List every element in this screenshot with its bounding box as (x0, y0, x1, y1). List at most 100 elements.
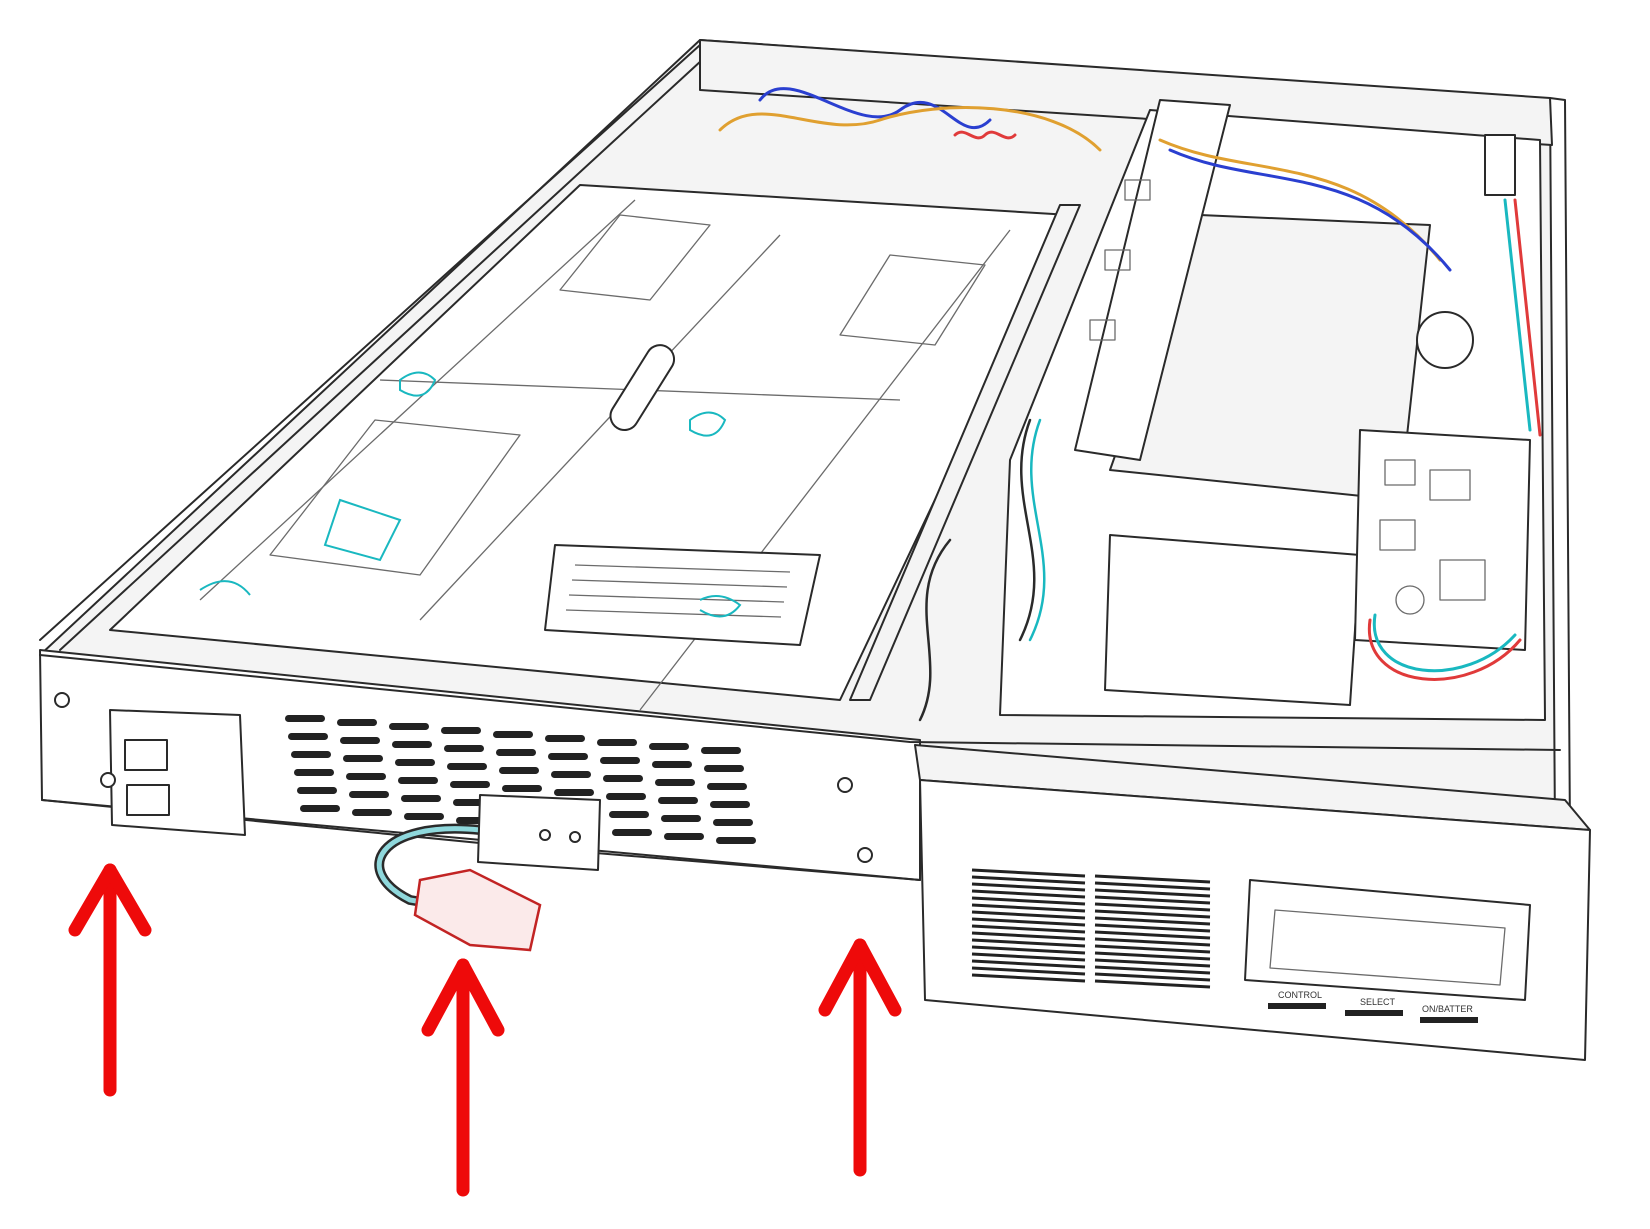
ac-outlet-block (109, 709, 246, 836)
bezel-louver (1094, 888, 1211, 898)
bezel-louver (971, 924, 1086, 934)
bezel-louver (971, 966, 1086, 976)
bezel-louver (1094, 881, 1211, 891)
bezel-louver (971, 910, 1086, 920)
vent-slot (398, 777, 438, 784)
vent-slot (395, 759, 435, 766)
rear-wall (699, 39, 1553, 146)
bezel-louver (1094, 874, 1211, 884)
vent-slot (294, 769, 334, 776)
lower-module-box (1104, 534, 1361, 706)
lcd-panel (1244, 879, 1531, 1001)
vent-slot (300, 805, 340, 812)
bezel-louver (1094, 937, 1211, 947)
vent-slot (340, 737, 380, 744)
bezel-louver (1094, 902, 1211, 912)
vent-slot (447, 763, 487, 770)
vent-slot (346, 773, 386, 780)
vent-slot (288, 733, 328, 740)
bezel-louver (971, 945, 1086, 955)
vent-slot (450, 781, 490, 788)
vent-slot (707, 783, 747, 790)
pointer-arrow-center (421, 958, 505, 1197)
screw-left-bottom (100, 772, 116, 788)
vent-slot (652, 761, 692, 768)
vent-slot (401, 795, 441, 802)
front-vent-grille (285, 715, 756, 844)
bezel-louver (971, 896, 1086, 906)
vent-slot (441, 727, 481, 734)
capacitor (1416, 311, 1474, 369)
front-top-rail (39, 654, 1561, 751)
vent-slot (502, 785, 542, 792)
vent-slot (716, 837, 756, 844)
vent-slot (609, 811, 649, 818)
electronics-bay (999, 99, 1546, 721)
bezel-louver (1094, 951, 1211, 961)
pointer-arrow-left (68, 863, 152, 1097)
bezel-louver (971, 959, 1086, 969)
bezel-louver (1094, 895, 1211, 905)
bezel-louver (971, 868, 1086, 878)
bezel-louver (1094, 909, 1211, 919)
vent-slot (597, 739, 637, 746)
outlet-socket-1 (124, 739, 168, 771)
vent-slot (297, 787, 337, 794)
vent-slot (493, 731, 533, 738)
divider-wall (849, 204, 1081, 701)
screw-right-top (837, 777, 853, 793)
button-on-battery[interactable] (1420, 1017, 1478, 1023)
vent-slot (551, 771, 591, 778)
vent-slot (661, 815, 701, 822)
vent-slot (545, 735, 585, 742)
button-label-control: CONTROL (1278, 990, 1322, 1000)
screw-left-top (54, 692, 70, 708)
pointer-arrows (68, 863, 902, 1197)
heat-plate-3 (839, 254, 986, 346)
bezel-louver (1094, 944, 1211, 954)
pcb-board (1354, 429, 1531, 651)
internal-wiring (718, 87, 1542, 722)
bezel-louver (1094, 958, 1211, 968)
bezel-louver (971, 938, 1086, 948)
control-board-column (1074, 99, 1231, 461)
front-face-details (54, 692, 873, 952)
vent-slot (664, 833, 704, 840)
vent-slot (285, 715, 325, 722)
vent-slot (603, 775, 643, 782)
vent-slot (343, 755, 383, 762)
heat-plate-1 (269, 419, 521, 576)
vent-slot (658, 797, 698, 804)
bezel-louver (1094, 923, 1211, 933)
vent-slot (389, 723, 429, 730)
vent-slot (655, 779, 695, 786)
vent-slot (404, 813, 444, 820)
vent-slot (444, 745, 484, 752)
vent-slot (713, 819, 753, 826)
vent-slot (606, 793, 646, 800)
vent-slot (337, 719, 377, 726)
vent-slot (704, 765, 744, 772)
vent-slot (548, 753, 588, 760)
bezel-louver (971, 882, 1086, 892)
bezel-vent-grille (971, 868, 1211, 989)
vent-slot (291, 751, 331, 758)
button-select[interactable] (1345, 1010, 1403, 1016)
bezel-louver (971, 917, 1086, 927)
bezel-louver (971, 875, 1086, 885)
bezel-louver (971, 931, 1086, 941)
bezel-louver (1094, 979, 1211, 989)
vent-slot (612, 829, 652, 836)
bezel-louver (1094, 965, 1211, 975)
vent-slot (600, 757, 640, 764)
vent-slot (392, 741, 432, 748)
vent-slot (496, 749, 536, 756)
bezel-louver (1094, 972, 1211, 982)
vent-slot (554, 789, 594, 796)
battery-connector-housing (477, 794, 601, 871)
button-control[interactable] (1268, 1003, 1326, 1009)
bezel-louver (971, 973, 1086, 983)
outlet-socket-2 (126, 784, 170, 816)
